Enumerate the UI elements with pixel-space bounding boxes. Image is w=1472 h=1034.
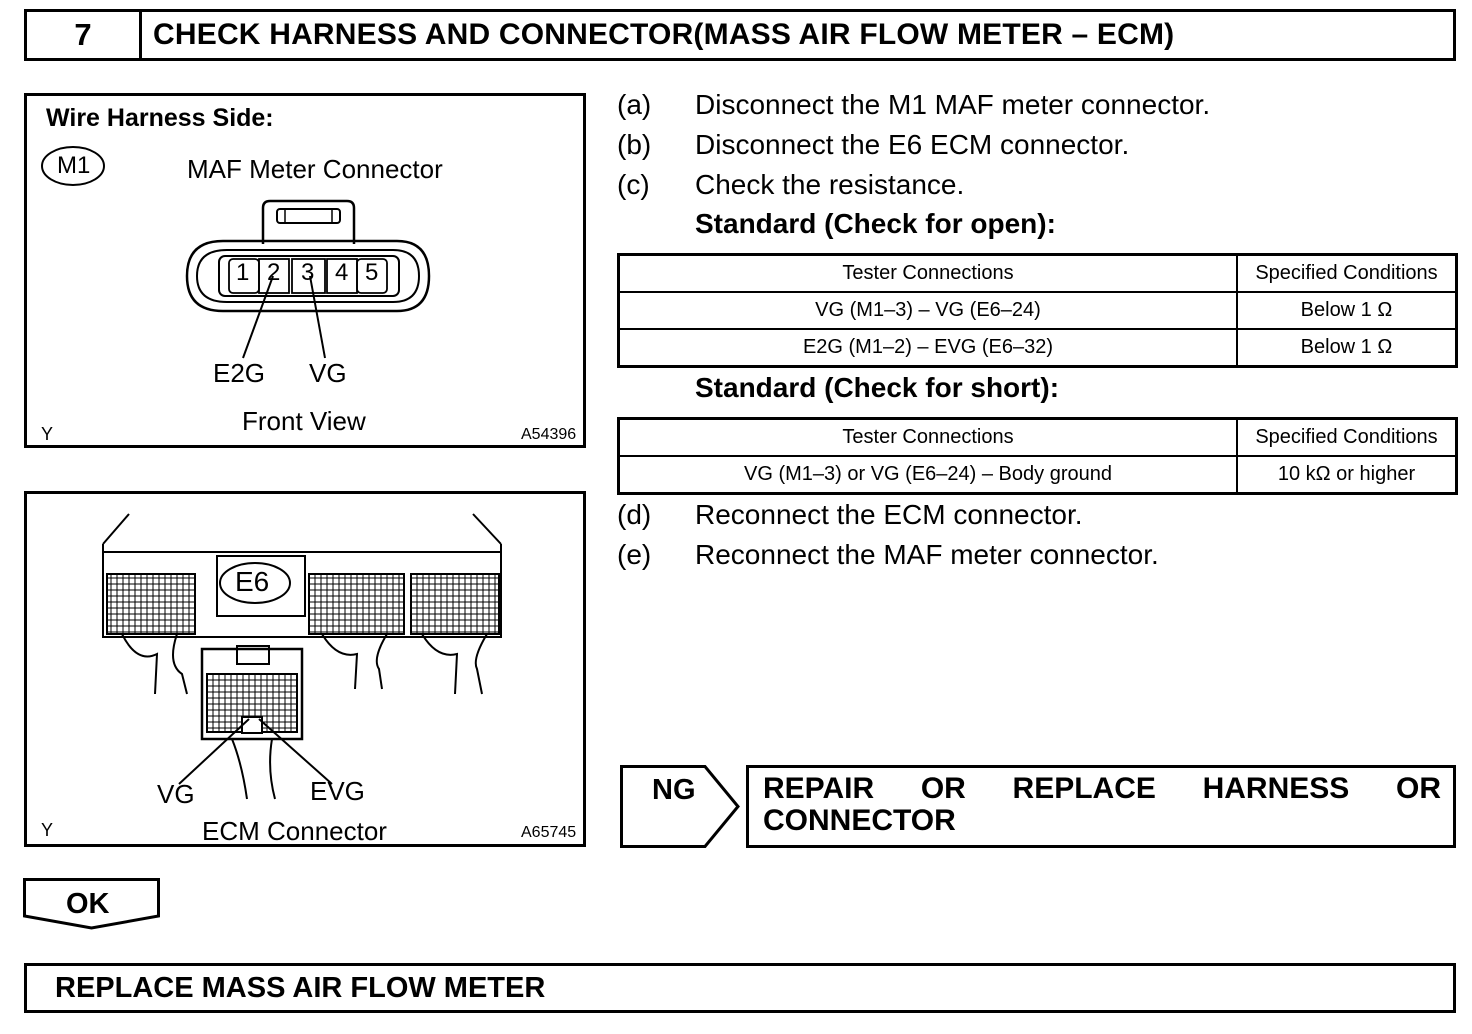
vg-ecm-pin-label: VG (157, 779, 195, 809)
step-a-text: Disconnect the M1 MAF meter connector. (695, 89, 1211, 120)
table-cell: 10 kΩ or higher (1236, 455, 1458, 495)
maf-housing-outer (185, 239, 431, 313)
step-e-text: Reconnect the MAF meter connector. (695, 539, 1159, 570)
maf-pin-3 (291, 258, 326, 294)
ecm-body (102, 551, 502, 638)
table-row: VG (M1–3) or VG (E6–24) – Body ground 10… (617, 455, 1458, 495)
ecm-figure-id: A65745 (521, 824, 577, 841)
table-cell: VG (M1–3) or VG (E6–24) – Body ground (617, 455, 1238, 495)
maf-latch (261, 199, 356, 244)
ecm-connector-name: ECM Connector (202, 816, 387, 846)
table-cell: Below 1 Ω (1236, 328, 1458, 368)
step-e-letter: (e) (617, 539, 652, 570)
step-b-text: Disconnect the E6 ECM connector. (695, 129, 1130, 160)
step-b-letter: (b) (617, 129, 652, 160)
final-action-text: REPLACE MASS AIR FLOW METER (55, 971, 546, 1004)
ecm-connector-block-3 (308, 573, 405, 635)
ecm-corner-mark: Y (41, 820, 54, 840)
step-number: 7 (27, 12, 142, 58)
final-action-box: REPLACE MASS AIR FLOW METER (24, 963, 1456, 1013)
maf-pin-label-3: 3 (301, 259, 315, 286)
wire-harness-side-label: Wire Harness Side: (46, 104, 274, 132)
e2g-pin-label: E2G (213, 358, 266, 388)
maf-pin-window (218, 255, 400, 297)
table-header-row: Tester Connections Specified Conditions (617, 253, 1458, 293)
table-cell: E2G (M1–2) – EVG (E6–32) (617, 328, 1238, 368)
table-row: E2G (M1–2) – EVG (E6–32) Below 1 Ω (617, 328, 1458, 368)
ng-result-box: REPAIR OR REPLACE HARNESS OR CONNECTOR (746, 765, 1456, 848)
ok-arrow-shape (23, 878, 160, 930)
m1-connector-code: M1 (57, 152, 91, 179)
table-header-cell: Tester Connections (617, 253, 1238, 293)
standard-open-heading: Standard (Check for open): (695, 208, 1056, 239)
ecm-connector-figure: E6 VG EVG ECM Connector Y A65745 (24, 491, 586, 847)
maf-connector-name: MAF Meter Connector (187, 154, 443, 184)
step-c-letter: (c) (617, 169, 650, 200)
ecm-connector-drawing (102, 513, 502, 800)
e6-connector-code: E6 (235, 566, 270, 597)
ng-label: NG (652, 774, 696, 806)
m1-code-ellipse (41, 146, 105, 186)
step-a-letter: (a) (617, 89, 652, 120)
front-view-label: Front View (242, 406, 366, 436)
vg-pin-label: VG (309, 358, 347, 388)
maf-pin-2 (258, 258, 290, 294)
maf-connector-drawing (41, 146, 431, 359)
maf-pin-label-5: 5 (365, 259, 379, 286)
table-cell: Below 1 Ω (1236, 291, 1458, 330)
standard-short-heading: Standard (Check for short): (695, 372, 1060, 403)
e2g-leader-line (242, 275, 274, 359)
step-title: CHECK HARNESS AND CONNECTOR(MASS AIR FLO… (153, 18, 1175, 51)
maf-housing-inner (195, 249, 421, 303)
ng-result-line-1: REPAIR OR REPLACE HARNESS OR (763, 772, 1441, 805)
maf-pin-label-1: 1 (236, 259, 250, 286)
maf-figure-id: A54396 (521, 426, 577, 443)
maf-corner-mark: Y (41, 424, 54, 444)
maf-pin-5 (356, 258, 388, 294)
ng-result-line-2: CONNECTOR (763, 804, 956, 837)
table-header-row: Tester Connections Specified Conditions (617, 417, 1458, 457)
standard-open-table: Tester Connections Specified Conditions … (617, 253, 1458, 368)
step-header: 7 CHECK HARNESS AND CONNECTOR(MASS AIR F… (24, 9, 1456, 61)
ok-label: OK (66, 888, 110, 920)
step-c-text: Check the resistance. (695, 169, 965, 200)
table-header-cell: Specified Conditions (1236, 417, 1458, 457)
table-cell: VG (M1–3) – VG (E6–24) (617, 291, 1238, 330)
step-d-text: Reconnect the ECM connector. (695, 499, 1083, 530)
ng-arrow-shape (620, 765, 740, 848)
table-header-cell: Specified Conditions (1236, 253, 1458, 293)
ecm-connector-block-1 (106, 573, 196, 635)
table-header-cell: Tester Connections (617, 417, 1238, 457)
ng-arrow-box: NG (620, 765, 740, 848)
evg-ecm-leader-line (258, 718, 333, 785)
table-row: VG (M1–3) – VG (E6–24) Below 1 Ω (617, 291, 1458, 330)
step-d-letter: (d) (617, 499, 652, 530)
maf-connector-figure: Wire Harness Side: M1 MAF Meter Connecto… (24, 93, 586, 448)
maf-pin-label-2: 2 (267, 259, 281, 286)
vg-leader-line (309, 275, 326, 359)
vg-ecm-leader-line (178, 718, 250, 785)
ok-arrow-box: OK (23, 878, 161, 930)
standard-short-table: Tester Connections Specified Conditions … (617, 417, 1458, 495)
e6-connector-housing (200, 647, 304, 741)
ecm-body-top (102, 544, 502, 553)
evg-ecm-pin-label: EVG (310, 776, 365, 806)
maf-pin-label-4: 4 (335, 259, 349, 286)
e6-code-ellipse (219, 562, 291, 604)
ecm-connector-block-4 (410, 573, 500, 635)
